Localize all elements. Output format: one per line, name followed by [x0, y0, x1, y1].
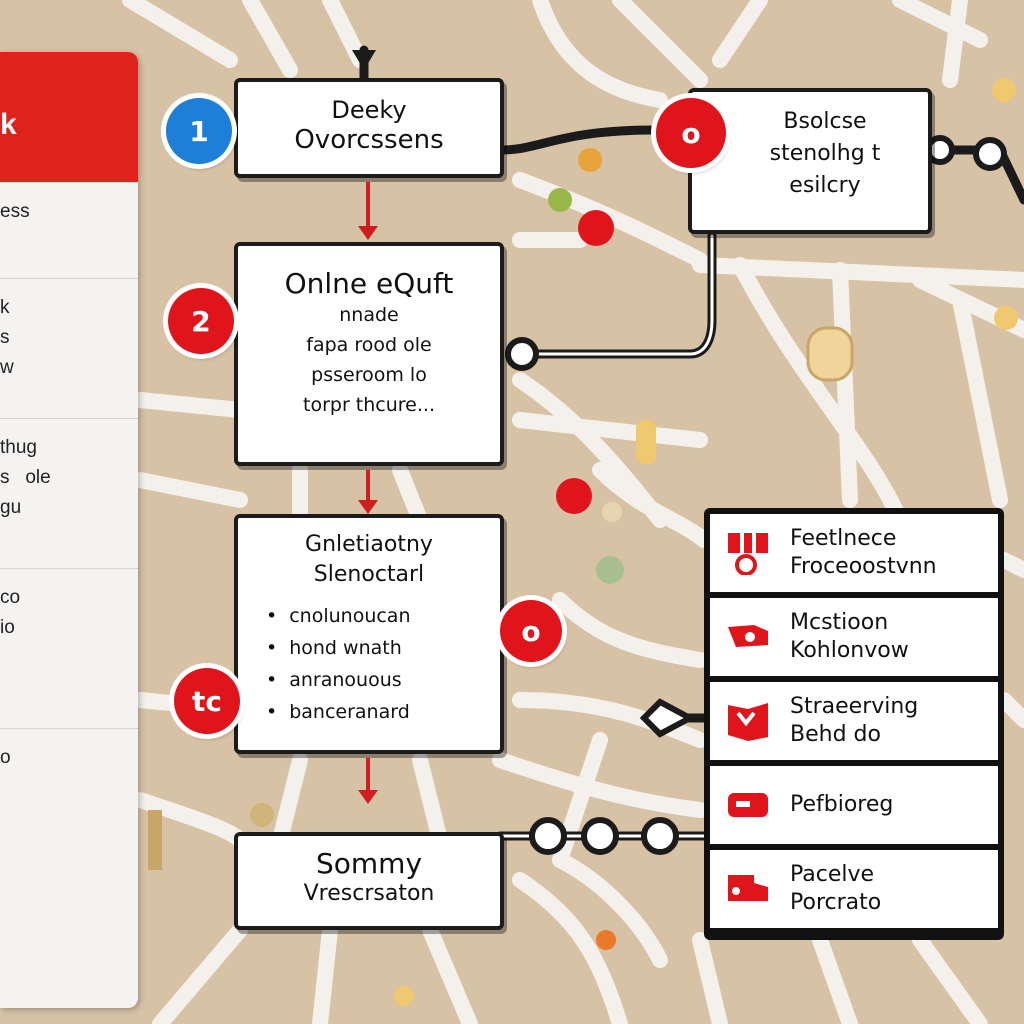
step-number-badge: 1: [166, 98, 232, 164]
step-title: Deeky: [331, 96, 407, 124]
step-bullet-list: cnolunoucan hond wnath anranouous bancer…: [266, 600, 500, 728]
legend-sublabel: Porcrato: [790, 890, 882, 915]
step-subtitle: Ovorcssens: [294, 125, 444, 155]
step-body: nnade fapa rood ole psseroom lo torpr th…: [303, 304, 435, 416]
step-box-3[interactable]: Gnletiaotny Slenoctarl cnolunoucan hond …: [234, 514, 504, 754]
vehicle-icon: [728, 625, 768, 647]
sidebar-item[interactable]: o: [0, 728, 138, 928]
connector-nodes: [505, 135, 1007, 855]
sidebar-header[interactable]: k: [0, 52, 138, 182]
map-marker-badge: o: [500, 600, 562, 662]
legend-sublabel: Behd do: [790, 722, 881, 747]
step-number-badge: 2: [168, 288, 234, 354]
step-title: Gnletiaotny Slenoctarl: [305, 532, 433, 587]
sidebar-panel: k ess k s w thug s ole gu co io o: [0, 52, 138, 1008]
info-box[interactable]: Bsolcse stenolhg t esilcry: [688, 88, 932, 234]
step-bullet: cnolunoucan: [266, 600, 500, 632]
legend-sublabel: Froceoostvnn: [790, 554, 937, 579]
legend-row[interactable]: Straeerving Behd do: [710, 682, 998, 760]
step-box-4[interactable]: Sommy Vrescrsaton: [234, 832, 504, 930]
truck-icon: [728, 875, 768, 901]
step-bullet: banceranard: [266, 696, 500, 728]
flow-arrow: [358, 470, 378, 514]
step-subtitle: Vrescrsaton: [303, 881, 435, 906]
sidebar-item[interactable]: thug s ole gu: [0, 418, 138, 568]
legend-label: Straeerving: [790, 694, 919, 719]
flow-arrow: [358, 182, 378, 240]
info-box-badge: o: [656, 98, 726, 168]
legend-label: Mcstioon: [790, 610, 889, 635]
legend-row[interactable]: Pacelve Porcrato: [710, 850, 998, 928]
top-arrow-head: [352, 50, 376, 70]
legend-row[interactable]: Pefbioreg: [710, 766, 998, 844]
book-icon: [728, 703, 768, 741]
legend-panel: Feetlnece Froceoostvnn Mcstioon Kohlonvo…: [704, 508, 1004, 940]
building-icon: [728, 533, 768, 575]
step-title: Sommy: [315, 847, 423, 880]
legend-row[interactable]: Mcstioon Kohlonvow: [710, 598, 998, 676]
sidebar-item[interactable]: co io: [0, 568, 138, 728]
map-pins: [148, 78, 1018, 1006]
legend-label: Feetlnece: [790, 526, 897, 551]
legend-label: Pefbioreg: [790, 792, 894, 817]
sidebar-item[interactable]: k s w: [0, 278, 138, 418]
flow-arrow: [358, 758, 378, 804]
step-box-1[interactable]: Deeky Ovorcssens: [234, 78, 504, 178]
step-number-badge: tc: [174, 668, 240, 734]
card-icon: [728, 793, 768, 817]
step-title: Onlne eQuft: [284, 267, 454, 300]
map-roads: [122, 0, 1024, 1024]
sidebar-item[interactable]: ess: [0, 182, 138, 278]
step-bullet: anranouous: [266, 664, 500, 696]
legend-sublabel: Kohlonvow: [790, 638, 909, 663]
step-bullet: hond wnath: [266, 632, 500, 664]
legend-row[interactable]: Feetlnece Froceoostvnn: [710, 514, 998, 592]
step-box-2[interactable]: Onlne eQuft nnade fapa rood ole psseroom…: [234, 242, 504, 466]
legend-label: Pacelve: [790, 862, 875, 887]
info-box-text: Bsolcse stenolhg t esilcry: [769, 109, 881, 198]
